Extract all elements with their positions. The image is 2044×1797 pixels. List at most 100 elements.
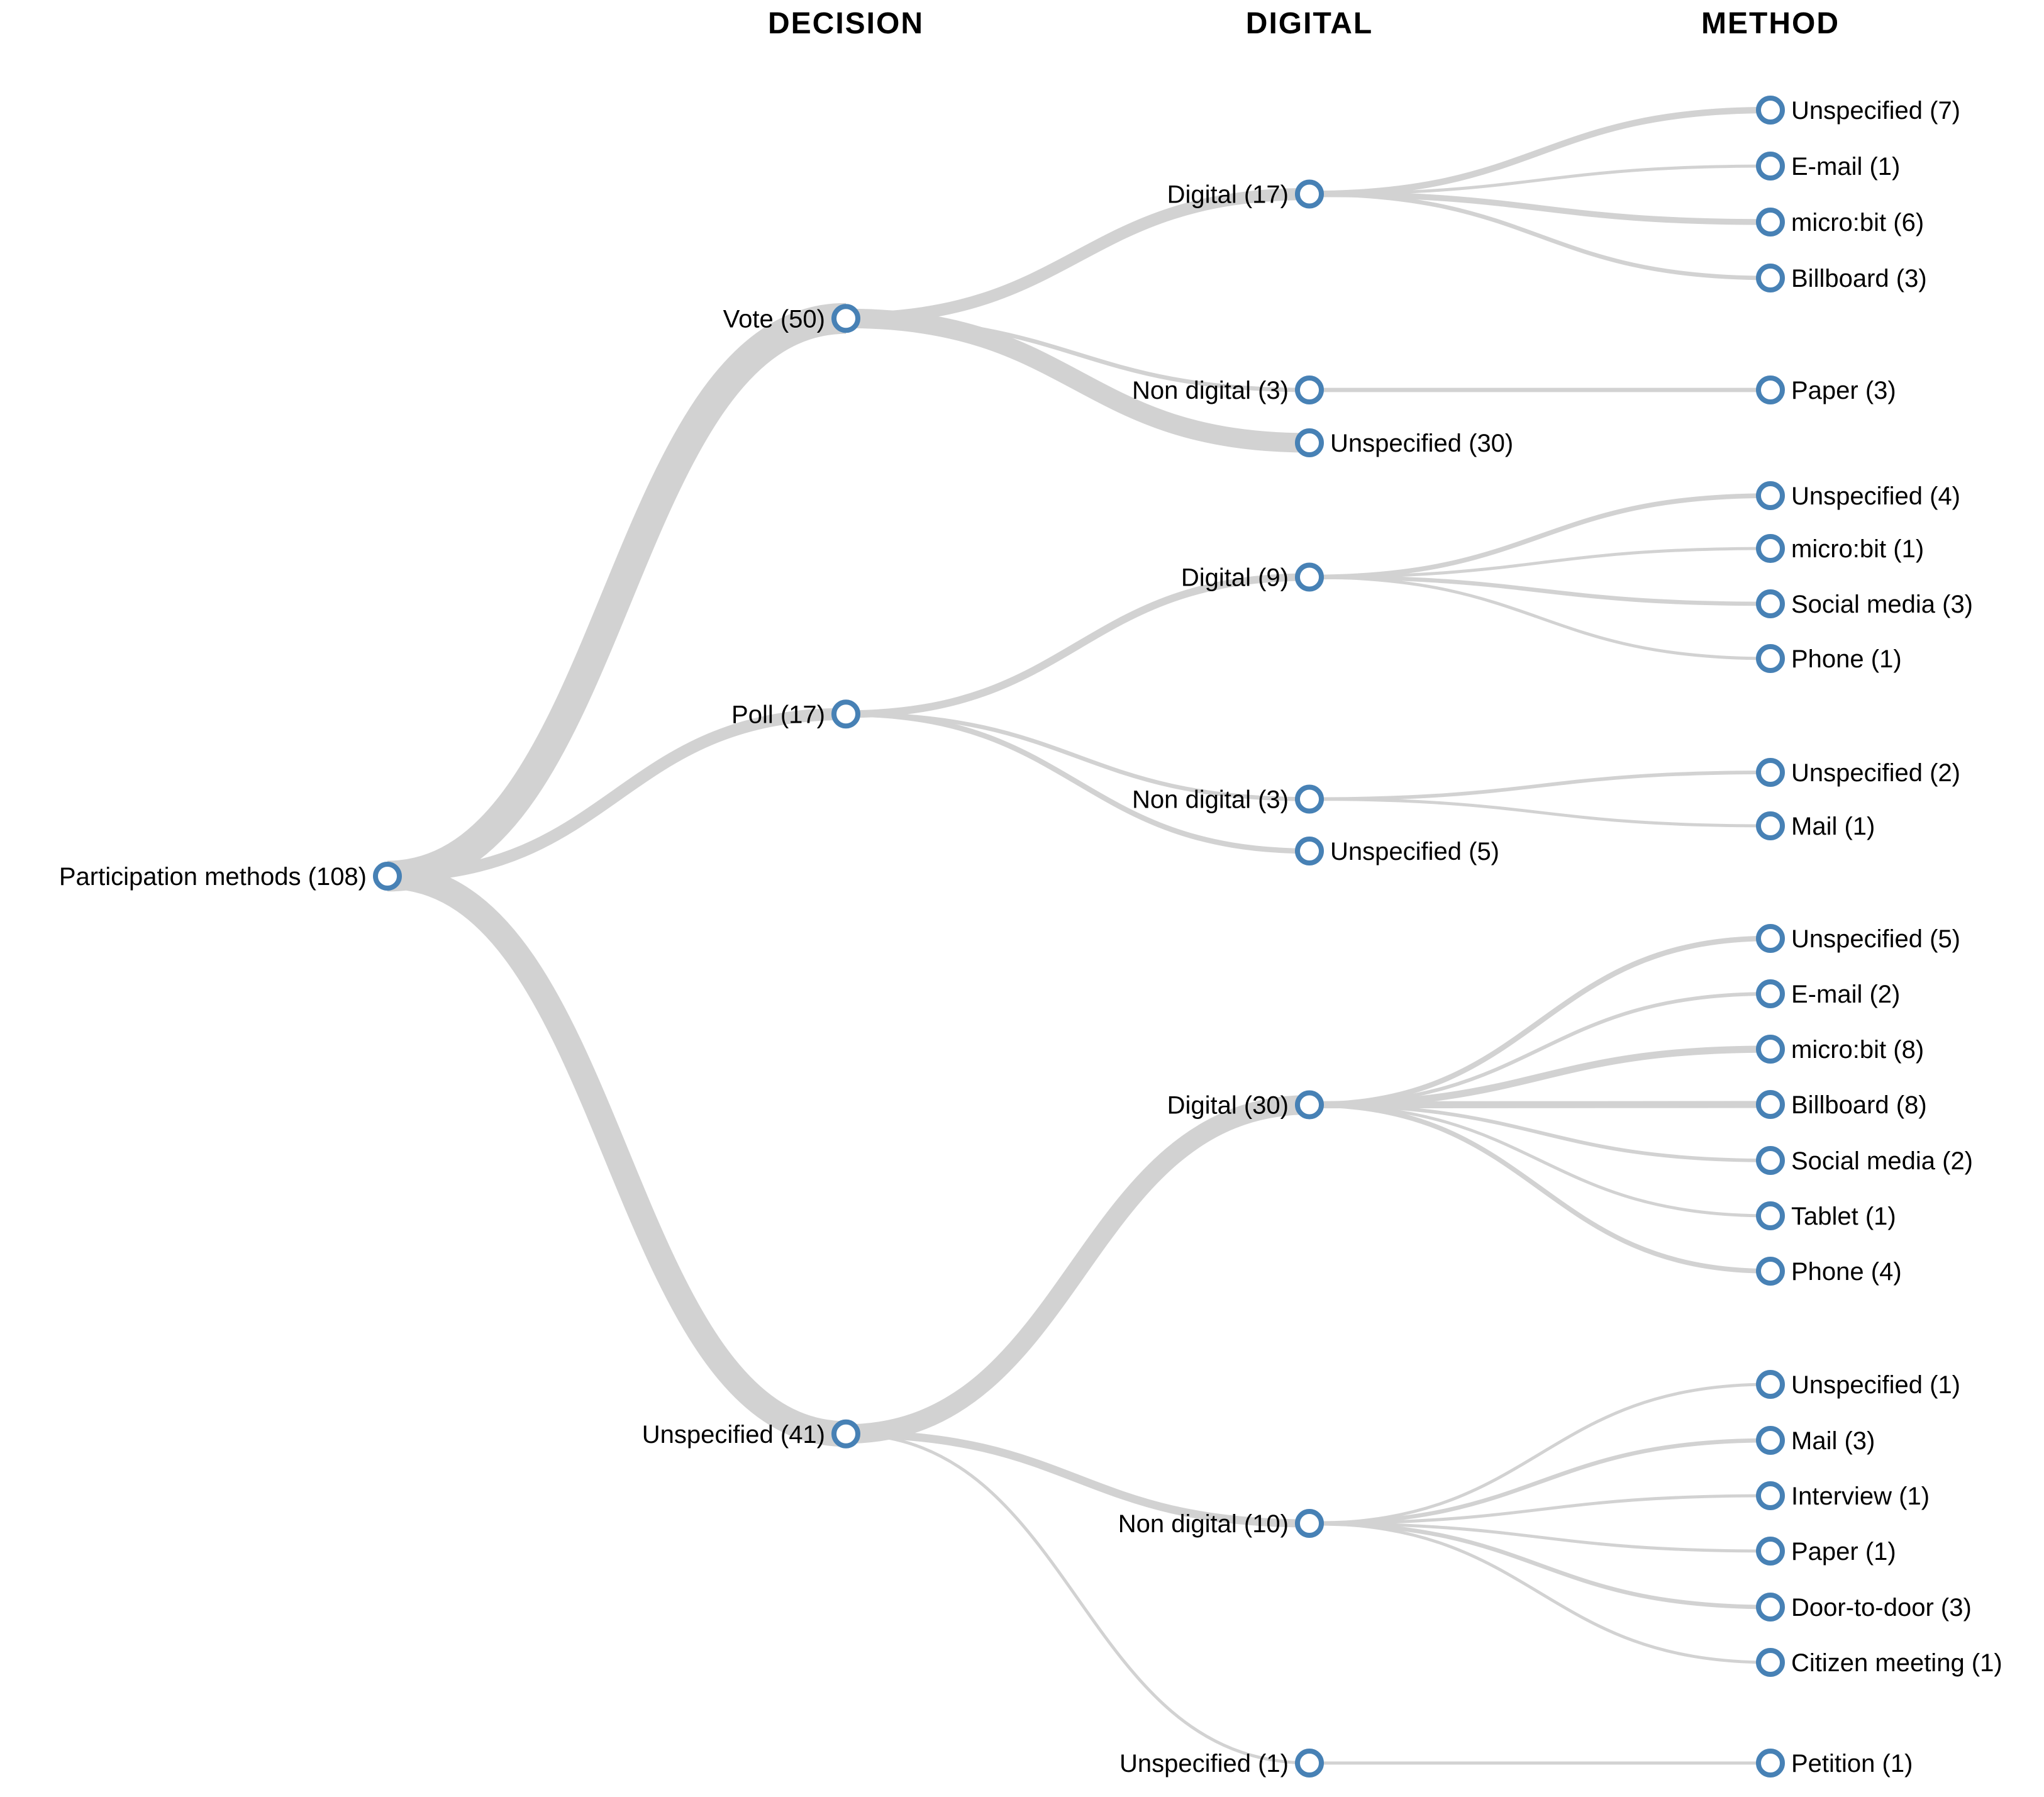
node-label: Billboard (8): [1791, 1091, 1927, 1119]
tree-link: [1309, 106, 1771, 198]
node-label: Digital (30): [1167, 1092, 1289, 1120]
tree-node-circle[interactable]: [1756, 1201, 1785, 1230]
node-label: Petition (1): [1791, 1750, 1913, 1778]
tree-link: [1309, 547, 1771, 579]
tree-link: [845, 573, 1310, 718]
node-label: Unspecified (5): [1330, 838, 1499, 865]
tree-node-circle[interactable]: [1756, 1481, 1785, 1510]
tree-node-circle[interactable]: [1756, 1537, 1785, 1566]
tree-node-circle[interactable]: [1756, 376, 1785, 404]
node-label: Phone (4): [1791, 1258, 1902, 1286]
tree-node-circle[interactable]: [1756, 1370, 1785, 1399]
node-label: Unspecified (5): [1791, 925, 1960, 953]
tree-node-circle[interactable]: [831, 699, 860, 729]
node-label: Unspecified (7): [1791, 97, 1960, 125]
tree-link: [845, 308, 1310, 453]
tree-node-circle[interactable]: [1756, 1257, 1785, 1286]
node-label: Unspecified (30): [1330, 430, 1513, 457]
tree-link: [1309, 798, 1771, 828]
node-label: E-mail (1): [1791, 153, 1900, 181]
column-header-digital: DIGITAL: [1245, 7, 1374, 40]
tree-link: [1309, 493, 1771, 580]
tree-node-circle[interactable]: [1756, 152, 1785, 181]
tree-link: [1309, 1438, 1771, 1526]
tree-node-circle[interactable]: [373, 862, 402, 891]
tree-node-circle[interactable]: [1756, 264, 1785, 292]
tree-link: [1309, 771, 1771, 801]
tree-node-circle[interactable]: [1295, 1090, 1324, 1120]
tree-link: [845, 187, 1310, 325]
tree-node-circle[interactable]: [1756, 924, 1785, 953]
node-label: Mail (3): [1791, 1427, 1875, 1455]
tree-node-circle[interactable]: [1295, 179, 1324, 209]
tree-node-circle[interactable]: [1295, 562, 1324, 592]
tree-node-circle[interactable]: [1756, 481, 1785, 510]
tree-node-circle[interactable]: [1756, 1648, 1785, 1677]
node-label: Non digital (3): [1132, 377, 1289, 404]
node-label: Unspecified (1): [1119, 1750, 1289, 1778]
tree-node-circle[interactable]: [1756, 208, 1785, 236]
node-label: Social media (2): [1791, 1147, 1973, 1175]
node-label: Citizen meeting (1): [1791, 1649, 2002, 1677]
tree-node-circle[interactable]: [1756, 811, 1785, 840]
tree-node-circle[interactable]: [1295, 784, 1324, 814]
node-label: Non digital (10): [1118, 1510, 1289, 1538]
node-label: micro:bit (8): [1791, 1036, 1924, 1064]
tree-link: [1309, 575, 1771, 606]
node-label: Unspecified (1): [1791, 1371, 1960, 1399]
tree-link: [1309, 1494, 1771, 1525]
tree-node-circle[interactable]: [1295, 1509, 1324, 1538]
tree-link: [845, 711, 1310, 801]
tree-node-circle[interactable]: [1756, 1749, 1785, 1778]
tree-link: [1309, 191, 1771, 225]
tree-link: [1309, 1101, 1771, 1109]
tree-link: [387, 708, 847, 882]
node-label: E-mail (2): [1791, 981, 1900, 1008]
node-label: Poll (17): [731, 701, 825, 728]
tree-link: [845, 1095, 1310, 1444]
node-label: micro:bit (1): [1791, 535, 1924, 563]
tree-link: [1309, 1102, 1771, 1274]
node-label: Unspecified (2): [1791, 759, 1960, 787]
column-header-decision: DECISION: [767, 7, 925, 40]
tree-node-circle[interactable]: [1756, 1090, 1785, 1119]
tree-node-circle[interactable]: [1756, 758, 1785, 787]
node-label: micro:bit (6): [1791, 209, 1924, 236]
tree-link: [387, 303, 847, 892]
node-label: Participation methods (108): [59, 863, 367, 891]
node-label: Phone (1): [1791, 645, 1902, 673]
tree-node-circle[interactable]: [1756, 96, 1785, 125]
node-label: Paper (1): [1791, 1538, 1896, 1566]
tree-node-circle[interactable]: [1295, 428, 1324, 457]
tree-link: [387, 863, 847, 1447]
node-label: Vote (50): [723, 305, 825, 333]
node-label: Digital (17): [1167, 181, 1289, 209]
tree-node-circle[interactable]: [1756, 644, 1785, 673]
tree-node-circle[interactable]: [1295, 1749, 1324, 1778]
tree-node-circle[interactable]: [1756, 1035, 1785, 1064]
tree-node-circle[interactable]: [831, 304, 860, 333]
tree-node-circle[interactable]: [831, 1419, 860, 1449]
tree-link: [1309, 164, 1771, 196]
tree-link: [1309, 576, 1771, 660]
tree-link: [1309, 1103, 1771, 1218]
tree-link: [1309, 1522, 1771, 1553]
tree-node-circle[interactable]: [1756, 1593, 1785, 1622]
tree-node-circle[interactable]: [1756, 979, 1785, 1008]
node-label: Interview (1): [1791, 1483, 1930, 1510]
tree-node-circle[interactable]: [1756, 589, 1785, 618]
tree-node-circle[interactable]: [1756, 1146, 1785, 1175]
node-label: Unspecified (41): [642, 1421, 825, 1449]
tree-link: [1309, 1522, 1771, 1664]
tree-link: [845, 1430, 1310, 1528]
tree-link: [1309, 1383, 1771, 1525]
tree-link: [1309, 192, 1771, 281]
tree-node-circle[interactable]: [1295, 376, 1324, 404]
tree-link: [845, 711, 1310, 854]
tree-node-circle[interactable]: [1756, 1426, 1785, 1455]
tree-node-circle[interactable]: [1295, 837, 1324, 865]
node-label: Tablet (1): [1791, 1203, 1896, 1230]
tree-node-circle[interactable]: [1756, 534, 1785, 563]
column-header-method: METHOD: [1701, 7, 1840, 40]
